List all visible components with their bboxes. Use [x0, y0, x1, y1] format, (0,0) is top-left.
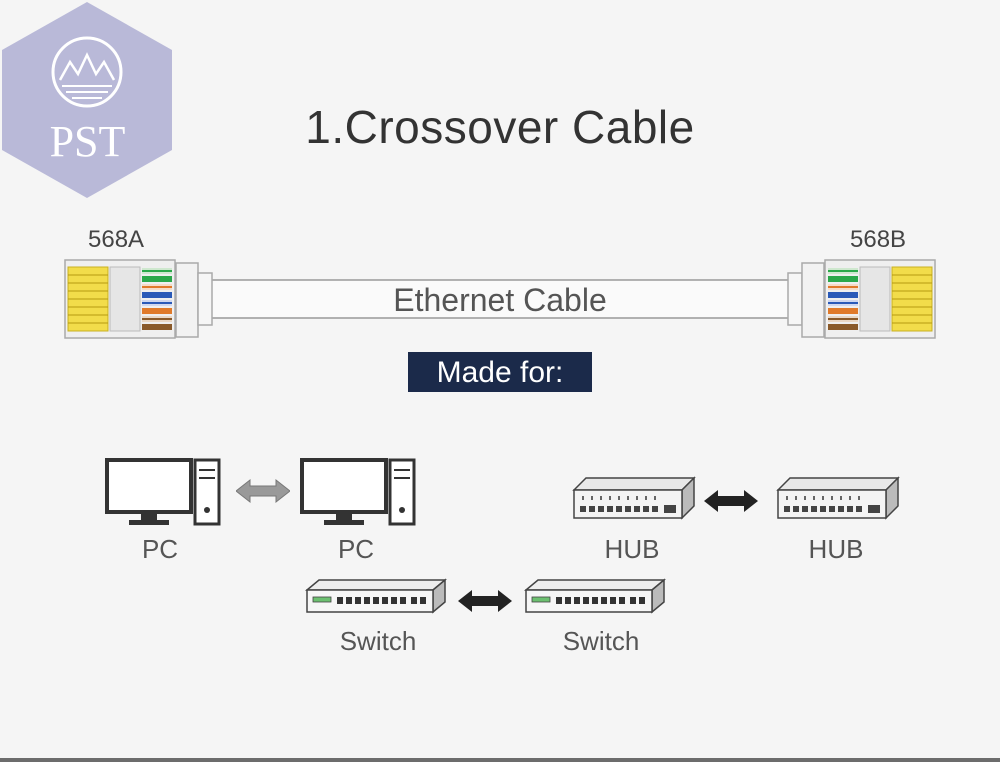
right-rj45-connector-568b [787, 259, 936, 339]
switch-double-arrow-icon [458, 588, 512, 614]
hub-left-icon [572, 476, 696, 520]
pst-logo: PST [0, 0, 175, 200]
pc-right-icon [300, 458, 420, 528]
bottom-divider [0, 758, 1000, 762]
logo-text: PST [49, 117, 126, 166]
hub-left-label: HUB [604, 534, 660, 564]
connector-label-568a: 568A [88, 226, 145, 253]
hub-double-arrow-icon [704, 488, 758, 514]
made-for-badge: Made for: [408, 352, 592, 392]
switch-left-label: Switch [339, 626, 417, 656]
page-title: 1.Crossover Cable [305, 101, 695, 153]
switch-left-icon [305, 578, 447, 614]
connector-label-568b: 568B [850, 226, 907, 253]
pc-left-label: PC [141, 534, 179, 564]
cable-label: Ethernet Cable [393, 282, 607, 318]
switch-right-label: Switch [562, 626, 640, 656]
hub-right-label: HUB [808, 534, 864, 564]
crossover-cable-diagram [60, 255, 940, 345]
pc-left-icon [105, 458, 225, 528]
pc-double-arrow-icon [236, 478, 290, 504]
left-rj45-connector-568a [64, 259, 213, 339]
hub-right-icon [776, 476, 900, 520]
switch-right-icon [524, 578, 666, 614]
pc-right-label: PC [337, 534, 375, 564]
